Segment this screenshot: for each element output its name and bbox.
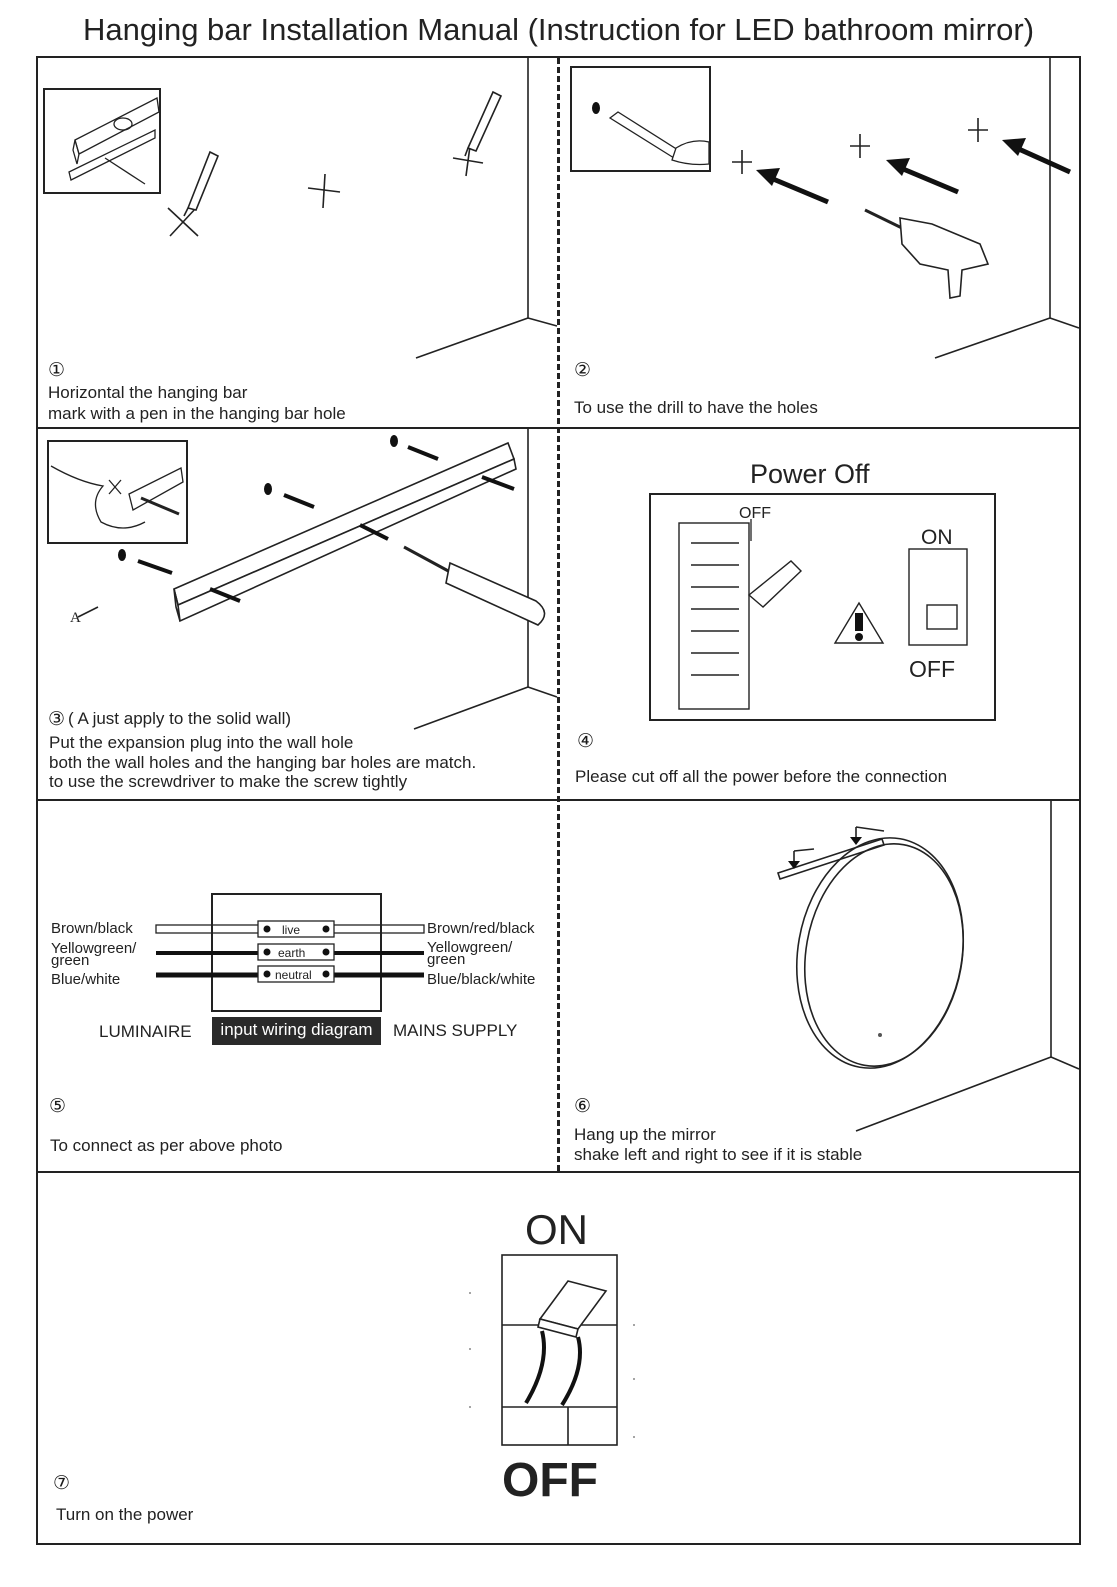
step-6-line-1: Hang up the mirror bbox=[574, 1125, 716, 1144]
wire-left-3: green bbox=[51, 952, 90, 969]
terminal-earth: earth bbox=[278, 946, 306, 960]
callout-a-label: A bbox=[70, 610, 81, 626]
step-3-illustration bbox=[77, 429, 558, 730]
wall-plug-inset bbox=[47, 440, 188, 544]
step-3-number: ③ bbox=[48, 709, 66, 730]
step-5-number: ⑤ bbox=[49, 1096, 67, 1117]
step-2-illustration bbox=[732, 58, 1080, 359]
wall-plug-icon bbox=[50, 465, 184, 529]
step-7-number: ⑦ bbox=[53, 1473, 71, 1494]
step-3-line-3: to use the screwdriver to make the screw… bbox=[49, 772, 408, 791]
step-3-line-2: both the wall holes and the hanging bar … bbox=[49, 753, 477, 772]
breaker-illustration bbox=[678, 519, 968, 710]
wire-left-4: Blue/white bbox=[51, 971, 121, 988]
step-7-panel: ON OFF ⑦ Turn on the power bbox=[38, 1173, 1079, 1543]
final-switch-off-label: OFF bbox=[502, 1454, 598, 1507]
step-1-panel: ① Horizontal the hanging bar mark with a… bbox=[38, 58, 558, 427]
step-6-line-2: shake left and right to see if it is sta… bbox=[574, 1145, 863, 1164]
step-1-illustration bbox=[167, 58, 558, 359]
mains-supply-label: MAINS SUPPLY bbox=[393, 1021, 518, 1040]
final-switch-on-label: ON bbox=[525, 1206, 588, 1253]
step-2-line-1: To use the drill to have the holes bbox=[574, 398, 818, 417]
power-off-heading: Power Off bbox=[750, 459, 870, 489]
drill-bit-inset bbox=[570, 66, 711, 172]
step-4-panel: Power Off OFF ON OFF ④ Please cut off al… bbox=[560, 429, 1079, 799]
wire-left-2: Yellowgreen/ bbox=[51, 940, 137, 957]
spirit-level-icon bbox=[68, 97, 160, 185]
wiring-diagram bbox=[155, 893, 425, 1012]
column-divider bbox=[557, 58, 560, 1171]
power-switch-illustration bbox=[469, 1254, 635, 1446]
step-1-line-1: Horizontal the hanging bar bbox=[48, 383, 248, 402]
manual-title: Hanging bar Installation Manual (Instruc… bbox=[82, 12, 1035, 47]
luminaire-label: LUMINAIRE bbox=[99, 1022, 192, 1041]
step-6-panel: ⑥ Hang up the mirror shake left and righ… bbox=[560, 801, 1080, 1171]
step-3-note: ( A just apply to the solid wall) bbox=[68, 709, 292, 728]
step-2-panel: ② To use the drill to have the holes bbox=[560, 58, 1080, 427]
breaker-off-label: OFF bbox=[739, 505, 771, 522]
terminal-neutral: neutral bbox=[275, 968, 312, 982]
step-4-number: ④ bbox=[577, 731, 595, 752]
step-2-number: ② bbox=[574, 360, 592, 381]
wire-right-1: Brown/red/black bbox=[427, 920, 535, 937]
level-inset bbox=[43, 88, 161, 194]
wire-right-4: Blue/black/white bbox=[427, 971, 536, 988]
row-divider-3 bbox=[36, 1171, 1081, 1173]
terminal-live: live bbox=[282, 923, 301, 937]
step-5-panel: live earth neutral Brown/black Yellowgre… bbox=[38, 801, 557, 1171]
switch-on-label: ON bbox=[921, 526, 953, 549]
step-1-line-2: mark with a pen in the hanging bar hole bbox=[48, 404, 346, 423]
wire-right-2: Yellowgreen/ bbox=[427, 939, 513, 956]
drill-bit-icon bbox=[592, 102, 710, 166]
step-7-line-1: Turn on the power bbox=[56, 1505, 194, 1524]
step-6-number: ⑥ bbox=[574, 1096, 592, 1117]
wire-left-1: Brown/black bbox=[51, 920, 133, 937]
wire-right-3: green bbox=[427, 951, 466, 968]
step-3-panel: A ③ ( A just apply to the solid wall) Pu… bbox=[38, 429, 558, 799]
breaker-box: OFF ON OFF bbox=[649, 493, 996, 721]
step-1-number: ① bbox=[48, 360, 66, 381]
switch-off-label: OFF bbox=[909, 656, 955, 682]
step-6-illustration bbox=[776, 801, 1080, 1132]
step-4-line-1: Please cut off all the power before the … bbox=[575, 767, 948, 786]
step-5-line-1: To connect as per above photo bbox=[50, 1136, 283, 1155]
wiring-diagram-label: input wiring diagram bbox=[212, 1017, 381, 1045]
step-3-line-1: Put the expansion plug into the wall hol… bbox=[49, 733, 354, 752]
